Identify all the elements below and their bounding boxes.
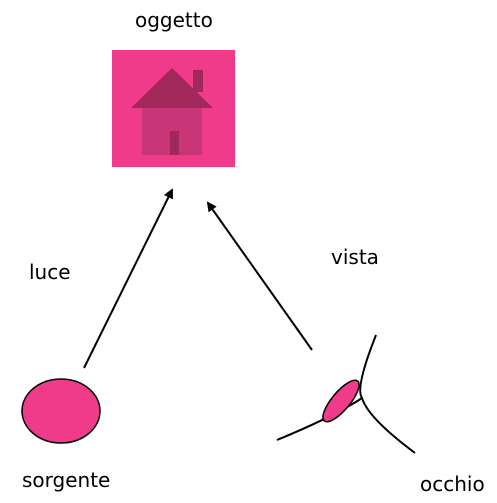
light-arrow xyxy=(83,188,173,369)
eye-label: occhio xyxy=(420,472,485,496)
object-box xyxy=(112,50,235,167)
eye-upper-lid xyxy=(359,334,416,454)
view-arrow xyxy=(206,201,313,351)
object-label: oggetto xyxy=(135,8,213,32)
eye-iris xyxy=(322,379,360,423)
light-source-ellipse xyxy=(21,378,101,444)
house-door xyxy=(170,131,179,155)
light-label: luce xyxy=(29,260,71,284)
house-icon xyxy=(131,68,213,155)
house-roof xyxy=(131,68,213,108)
eye-icon xyxy=(276,334,416,454)
source-label: sorgente xyxy=(22,468,111,492)
view-label: vista xyxy=(331,245,379,269)
house-chimney xyxy=(193,70,203,92)
